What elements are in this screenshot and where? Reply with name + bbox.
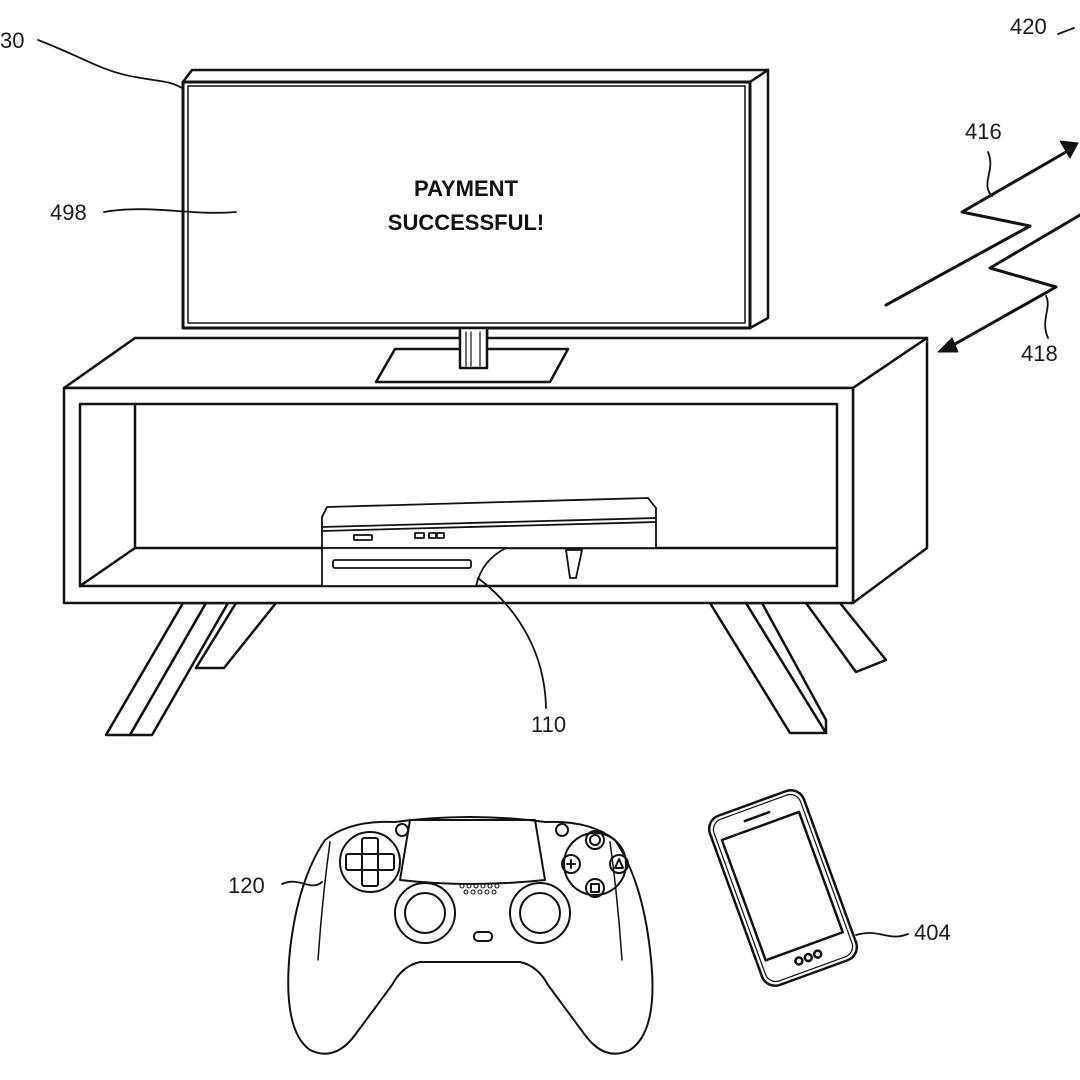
label-console: 110 <box>531 712 567 737</box>
phone-speaker <box>745 812 769 821</box>
smartphone <box>705 786 861 989</box>
left-analog-stick <box>395 883 455 943</box>
signal-down-arrow <box>948 215 1080 348</box>
tv-top-edge <box>183 70 768 82</box>
screen-message-line-2: SUCCESSFUL! <box>387 210 545 235</box>
screen-message-line-1: PAYMENT <box>414 176 518 201</box>
label-network: 420 <box>1010 14 1047 39</box>
leader-lines <box>38 28 1074 937</box>
signal-up-arrow <box>886 152 1066 305</box>
home-button <box>474 932 492 941</box>
label-signal-down: 418 <box>1021 341 1058 366</box>
face-buttons <box>562 831 628 897</box>
screen-message: PAYMENT SUCCESSFUL! <box>186 172 746 240</box>
label-signal-up: 416 <box>965 119 1002 144</box>
label-phone: 404 <box>914 920 951 945</box>
speaker-dots <box>460 884 499 894</box>
right-analog-stick <box>510 883 570 943</box>
label-controller: 120 <box>228 873 265 898</box>
dpad <box>340 832 400 892</box>
phone-screen <box>722 812 843 960</box>
controller-body <box>288 817 652 1054</box>
label-screen: 498 <box>50 200 87 225</box>
console-body <box>322 548 506 586</box>
tv-frame <box>183 82 750 328</box>
console-disc-slot <box>333 560 471 568</box>
label-tv: 30 <box>0 28 25 53</box>
wireless-signals <box>886 141 1080 352</box>
phone-body <box>705 786 861 989</box>
console-stand <box>566 550 582 578</box>
cabinet-leg <box>806 603 886 672</box>
game-controller <box>288 817 652 1054</box>
tv-side-edge <box>750 70 768 328</box>
tv-screen <box>188 86 745 323</box>
game-console <box>322 498 656 586</box>
